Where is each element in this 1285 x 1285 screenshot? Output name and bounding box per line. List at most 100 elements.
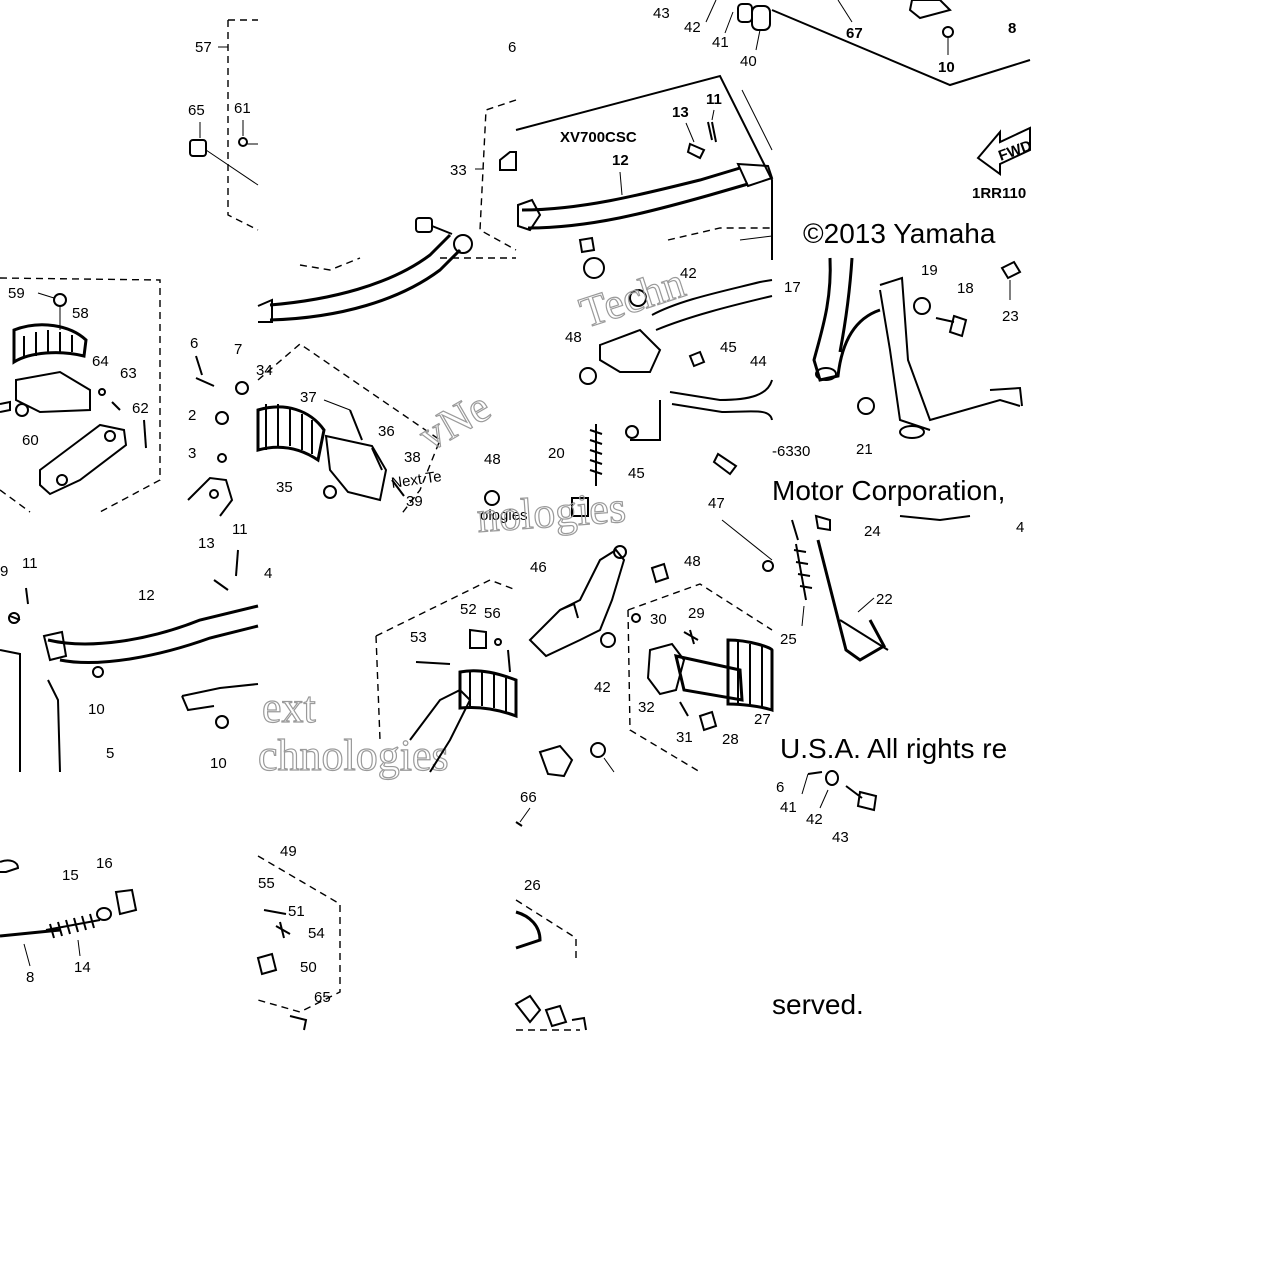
callout-14: 14	[74, 959, 91, 976]
footpeg-rubber-34	[256, 404, 326, 463]
callout-13b: 13	[198, 535, 215, 552]
callout-55: 55	[258, 875, 275, 892]
callout-42b: 42	[680, 265, 697, 282]
tile-rear-footrest-left: 59 58 64 63 62 60	[0, 277, 161, 513]
watermark-ext: ext	[262, 683, 316, 732]
callout-21: 21	[856, 441, 873, 458]
callout-63: 63	[120, 365, 137, 382]
callout-12b: 12	[138, 587, 155, 604]
callout-53: 53	[410, 629, 427, 646]
callout-45a: 45	[720, 339, 737, 356]
callout-33: 33	[450, 162, 467, 179]
callout-27: 27	[754, 711, 771, 728]
tile-top-center-right: 43 42 41 40 XV700CSC 12 13 11	[515, 0, 774, 260]
tile-rod: 15 16 8 14	[0, 855, 138, 986]
callout-22: 22	[876, 591, 893, 608]
svg-text:4: 4	[1016, 519, 1024, 536]
spring-20	[589, 424, 603, 486]
callout-54: 54	[308, 925, 325, 942]
callout-48b: 48	[565, 329, 582, 346]
center-stand-17	[812, 257, 1023, 439]
callout-11: 11	[706, 91, 722, 108]
callout-41: 41	[712, 34, 729, 51]
tile-stand-pivot: 42 48 45 44 20 45 47	[548, 257, 773, 517]
callout-42: 42	[684, 19, 701, 36]
bolt-61	[238, 120, 258, 147]
callout-23: 23	[1002, 308, 1019, 325]
callout-5: 5	[106, 745, 114, 762]
svg-text:ologies: ologies	[480, 507, 528, 524]
callout-67: 67	[846, 25, 863, 42]
callout-7: 7	[234, 341, 242, 358]
callout-49: 49	[280, 843, 297, 860]
callout-31: 31	[676, 729, 693, 746]
tile-lower-center: 66 26	[514, 742, 615, 1031]
callout-36: 36	[378, 423, 395, 440]
callout-10b: 10	[88, 701, 105, 718]
callout-15: 15	[62, 867, 79, 884]
callout-65: 65	[188, 102, 205, 119]
callout-59: 59	[8, 285, 25, 302]
callout-9: 9	[0, 563, 8, 580]
footrest-bar-12-left	[8, 604, 259, 678]
spring-25	[791, 519, 813, 601]
tile-footrest-27: 46 48 30 29 42 32 31 28 27	[528, 519, 774, 773]
watermark-nologies: nologies	[475, 483, 627, 542]
callout-43b: 43	[832, 829, 849, 846]
callout-10: 10	[938, 59, 955, 76]
callout-20: 20	[548, 445, 565, 462]
footpeg-bracket-60	[15, 370, 128, 496]
callout-50: 50	[300, 959, 317, 976]
side-stand-22	[816, 539, 889, 662]
callout-29: 29	[688, 605, 705, 622]
callout-30: 30	[650, 611, 667, 628]
bolt-13	[685, 122, 706, 160]
callout-11c: 11	[232, 521, 248, 538]
cotter-11	[707, 109, 717, 143]
footrest-bar-1	[257, 233, 473, 323]
callout-8b: 8	[26, 969, 34, 986]
copyright-line-2: Motor Corporation,	[772, 475, 1005, 506]
tile-lower-right: 6 41 42 43 served.	[772, 770, 878, 1020]
callout-45b: 45	[628, 465, 645, 482]
tile-top-center-left: 33 6	[257, 39, 517, 323]
callout-58: 58	[72, 305, 89, 322]
callout-4: 4	[264, 565, 272, 582]
callout-25: 25	[780, 631, 797, 648]
callout-18: 18	[957, 280, 974, 297]
callout-57: 57	[195, 39, 212, 56]
tile-footrest-53: ext chnologies 53 52 56 ologies	[257, 507, 528, 781]
bolt-65	[189, 122, 259, 186]
callout-16: 16	[96, 855, 113, 872]
callout-32: 32	[638, 699, 655, 716]
callout-24: 24	[864, 523, 881, 540]
watermark-chnologies: chnologies	[258, 731, 449, 780]
tile-footrest-bar-left: 9 11 13 11 12 10 10 5 4	[0, 521, 272, 773]
tile-top-right: 67 8 10 FWD 1RR110 ©2013 Yamaha	[771, 0, 1034, 249]
callout-19: 19	[921, 262, 938, 279]
callout-11b: 11	[22, 555, 38, 572]
callout-38: 38	[404, 449, 421, 466]
callout-66: 66	[520, 789, 537, 806]
callout-64: 64	[92, 353, 109, 370]
callout-62: 62	[132, 400, 149, 417]
callout-60: 60	[22, 432, 39, 449]
tile-top-left: 57 65 61	[188, 19, 259, 231]
callout-43: 43	[653, 5, 670, 22]
callout-42c: 42	[594, 679, 611, 696]
svg-text:vNe: vNe	[411, 382, 499, 461]
copyright-line-1: ©2013 Yamaha	[803, 218, 996, 249]
callout-47: 47	[708, 495, 725, 512]
callout-17: 17	[784, 279, 801, 296]
svg-text:6: 6	[776, 779, 784, 796]
callout-40: 40	[740, 53, 757, 70]
tile-footrest-34: 6 7 2 3 34 37 36 38 35 39 48	[187, 335, 501, 517]
callout-52: 52	[460, 601, 477, 618]
footrest-bar-12	[517, 162, 774, 232]
footpeg-rubber-58	[12, 323, 88, 365]
callout-37: 37	[300, 389, 317, 406]
callout-42d: 42	[806, 811, 823, 828]
diagram-code: 1RR110	[972, 185, 1026, 202]
